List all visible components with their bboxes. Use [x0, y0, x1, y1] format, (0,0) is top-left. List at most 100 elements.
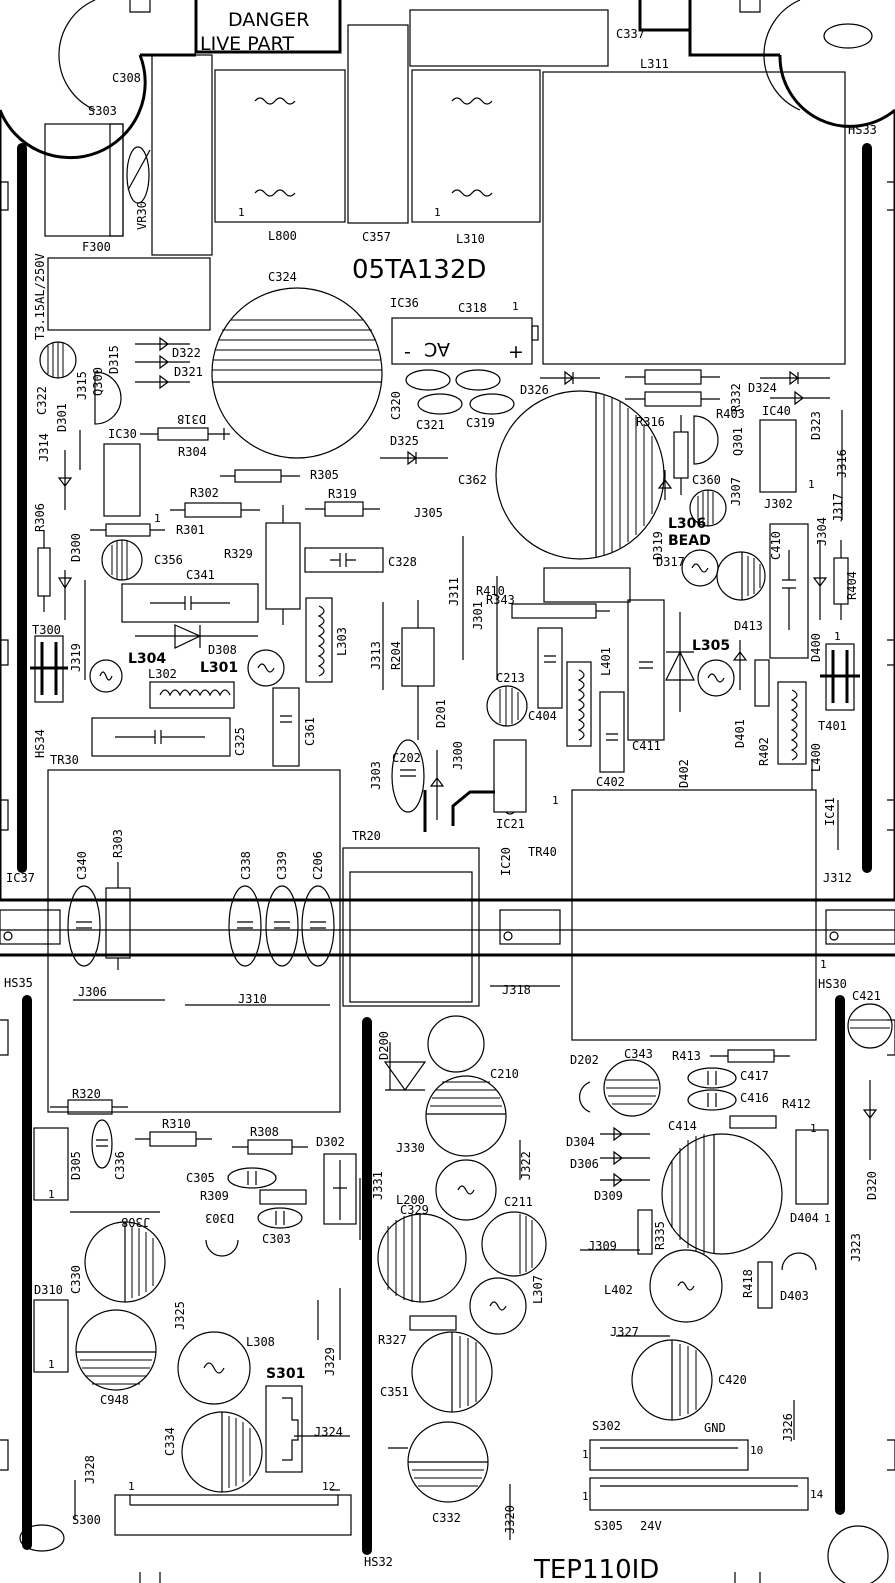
ref-j311: J311: [447, 577, 461, 606]
ref-c341: C341: [186, 568, 215, 582]
ref-d310: D310: [34, 1283, 63, 1297]
ref-d309: D309: [594, 1189, 623, 1203]
ref-c417: C417: [740, 1069, 769, 1083]
ref-r306: R306: [33, 503, 47, 532]
ref-c361: C361: [303, 717, 317, 746]
ref-q300: Q300: [91, 367, 105, 396]
ref-l400: L400: [809, 743, 823, 772]
ref-r412: R412: [782, 1097, 811, 1111]
ac-label: AC: [424, 338, 450, 360]
ref-c330: C330: [69, 1265, 83, 1294]
ref-d413: D413: [734, 619, 763, 633]
ref-c404: C404: [528, 709, 557, 723]
ref-c210: C210: [490, 1067, 519, 1081]
pin-marker: 1: [48, 1358, 55, 1371]
ref-j300: J300: [451, 741, 465, 770]
ref-r305: R305: [310, 468, 339, 482]
ref-j325: J325: [173, 1301, 187, 1330]
ref-r418: R418: [741, 1269, 755, 1298]
ref-c343: C343: [624, 1047, 653, 1061]
ref-c319: C319: [466, 416, 495, 430]
ref-t401: T401: [818, 719, 847, 733]
board-model: TEP110ID: [533, 1555, 659, 1583]
ref-l304: L304: [128, 651, 166, 667]
ref-c213: C213: [496, 671, 525, 685]
ref-l303: L303: [335, 627, 349, 656]
ref-r413: R413: [672, 1049, 701, 1063]
ref-d322: D322: [172, 346, 201, 360]
ref-l401: L401: [599, 647, 613, 676]
ref-d303: D303: [205, 1211, 234, 1225]
ref-j327: J327: [610, 1325, 639, 1339]
ref-c356: C356: [154, 553, 183, 567]
ref-ic41: IC41: [823, 797, 837, 826]
ref-j301: J301: [471, 601, 485, 630]
ref-c416: C416: [740, 1091, 769, 1105]
plus-label: +: [508, 341, 524, 363]
ref-c411: C411: [632, 739, 661, 753]
ref-c308: C308: [112, 71, 141, 85]
ref-c339: C339: [275, 851, 289, 880]
pin-marker: 1: [128, 1480, 135, 1493]
ref-l307: L307: [531, 1275, 545, 1304]
ref-d321: D321: [174, 365, 203, 379]
ref-c340: C340: [75, 851, 89, 880]
pin-marker: 14: [810, 1488, 824, 1501]
ref-r309: R309: [200, 1189, 229, 1203]
ref-t300: T300: [32, 623, 61, 637]
ref-d404: D404: [790, 1211, 819, 1225]
ref-d317: D317: [656, 555, 685, 569]
ref-j304: J304: [815, 517, 829, 546]
ref-l308: L308: [246, 1335, 275, 1349]
ref-c334: C334: [163, 1427, 177, 1456]
ref-vr30: VR30: [135, 201, 149, 230]
pin-marker: 1: [810, 1122, 817, 1135]
ref-j330: J330: [396, 1141, 425, 1155]
ref-c414: C414: [668, 1119, 697, 1133]
ref-r404: R404: [845, 571, 859, 600]
bottom-components: [33, 1003, 893, 1540]
ref-hs32: HS32: [364, 1555, 393, 1569]
minus-label: -: [404, 341, 411, 363]
ref-d319: D319: [651, 531, 665, 560]
ref-c202: C202: [392, 751, 421, 765]
ref-j315: J315: [75, 371, 89, 400]
board-code: 05TA132D: [352, 255, 486, 285]
ref-r410: R410: [476, 584, 505, 598]
ref-d306: D306: [570, 1157, 599, 1171]
ref-s301: S301: [266, 1366, 305, 1382]
ref-d403: D403: [780, 1289, 809, 1303]
ref-j303: J303: [369, 761, 383, 790]
ref-ic40: IC40: [762, 404, 791, 418]
ref-c336: C336: [113, 1151, 127, 1180]
ref-r320: R320: [72, 1087, 101, 1101]
ref-j310: J310: [238, 992, 267, 1006]
ref-l301: L301: [200, 660, 238, 676]
heatsink-rails: [17, 143, 872, 1555]
ref-r310: R310: [162, 1117, 191, 1131]
ref-s305: S305: [594, 1519, 623, 1533]
pin-marker: 1: [824, 1212, 831, 1225]
ref-c322: C322: [35, 386, 49, 415]
ref-r343: R343: [486, 593, 515, 607]
pin-marker: 1: [154, 512, 161, 525]
ref-c303: C303: [262, 1232, 291, 1246]
ref-c321: C321: [416, 418, 445, 432]
ref-d401: D401: [733, 719, 747, 748]
v24-label: 24V: [640, 1519, 662, 1533]
ref-c362: C362: [458, 473, 487, 487]
ref-j308: J308: [121, 1215, 150, 1229]
ref-r316: R316: [636, 415, 665, 429]
ref-l310: L310: [456, 232, 485, 246]
ref-c320: C320: [389, 391, 403, 420]
ref-c206: C206: [311, 851, 325, 880]
danger-warning-line2: LIVE PART: [200, 33, 294, 55]
ref-d315: D315: [107, 345, 121, 374]
ref-j314: J314: [37, 433, 51, 462]
ref-r319: R319: [328, 487, 357, 501]
ref-j319: J319: [69, 643, 83, 672]
ref-r329: R329: [224, 547, 253, 561]
ref-r308: R308: [250, 1125, 279, 1139]
ref-c421: C421: [852, 989, 881, 1003]
